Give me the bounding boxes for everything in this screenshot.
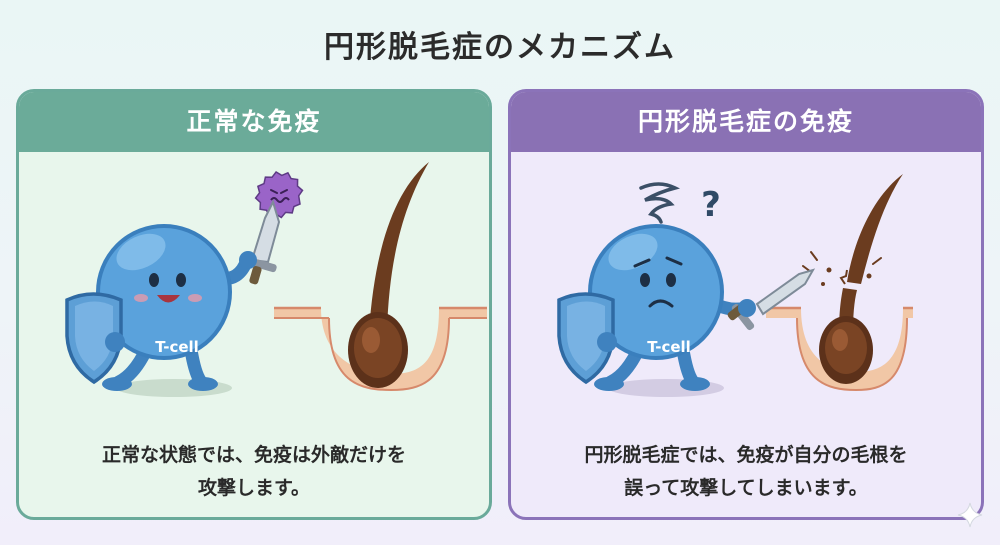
healthy-hair [348,162,429,388]
alopecia-caption-line-2: 誤って攻撃してしまいます。 [624,477,868,499]
normal-caption-line-2: 攻撃します。 [197,477,311,499]
alopecia-immunity-caption: 円形脱毛症では、免疫が自分の毛根を 誤って攻撃してしまいます。 [511,439,981,505]
sparkle-icon [957,502,983,528]
germ-icon [254,171,304,219]
alopecia-immunity-illustration: ? [557,174,913,397]
tcell-label: T-cell [647,338,691,356]
normal-immunity-card: 正常な免疫 [16,89,492,520]
damaged-hair [802,174,903,384]
normal-immunity-illustration: T-cell [65,162,487,397]
normal-immunity-header: 正常な免疫 [19,92,489,152]
page-title: 円形脱毛症のメカニズム [324,30,676,65]
normal-immunity-caption: 正常な状態では、免疫は外敵だけを 攻撃します。 [19,439,489,505]
alopecia-immunity-card: 円形脱毛症の免疫 ? [508,89,984,520]
tcell-label: T-cell [155,338,199,356]
tcell-character: T-cell [65,199,281,397]
confusion-swirl-icon [639,182,681,224]
tcell-character: T-cell [557,224,816,397]
alopecia-caption-line-1: 円形脱毛症では、免疫が自分の毛根を [584,444,908,466]
alopecia-immunity-header: 円形脱毛症の免疫 [511,92,981,152]
normal-caption-line-1: 正常な状態では、免疫は外敵だけを [101,444,406,466]
question-mark-icon: ? [701,185,721,225]
skin-layer [274,306,487,392]
